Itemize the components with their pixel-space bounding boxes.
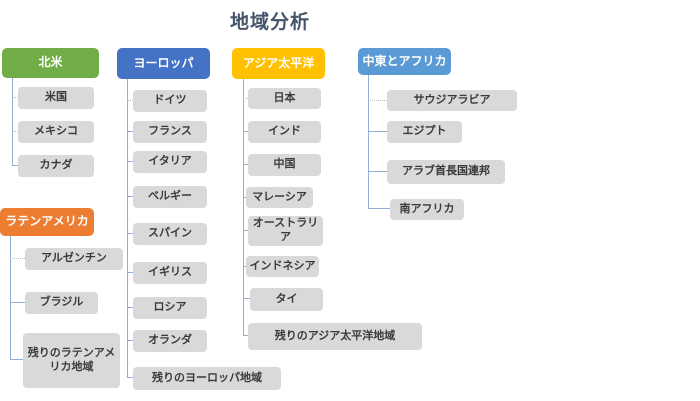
node-indonesia[interactable]: インドネシア	[246, 256, 319, 277]
connector-line	[243, 298, 250, 299]
connector-line	[243, 230, 248, 231]
connector-line	[12, 165, 18, 166]
node-spain[interactable]: スパイン	[133, 223, 207, 245]
connector-line	[243, 131, 248, 132]
connector-line	[127, 161, 133, 162]
node-canada[interactable]: カナダ	[18, 155, 94, 177]
node-australia[interactable]: オーストラリア	[248, 216, 323, 246]
connector-line	[243, 335, 248, 336]
node-japan[interactable]: 日本	[248, 88, 321, 109]
node-south-africa[interactable]: 南アフリカ	[390, 199, 464, 220]
node-rest-of-europe[interactable]: 残りのヨーロッパ地域	[133, 367, 281, 390]
group-header-asia-pacific[interactable]: アジア太平洋	[232, 48, 325, 79]
connector-line	[12, 97, 18, 98]
connector-line	[243, 164, 248, 165]
connector-line	[10, 236, 11, 360]
connector-line	[243, 79, 244, 336]
connector-line	[10, 359, 23, 360]
connector-line	[127, 196, 133, 197]
connector-line	[127, 272, 133, 273]
connector-line	[368, 171, 387, 172]
connector-line	[127, 233, 133, 234]
connector-line	[127, 340, 133, 341]
node-rest-of-latin-america[interactable]: 残りのラテンアメリカ地域	[23, 333, 120, 388]
connector-line	[368, 208, 390, 209]
node-india[interactable]: インド	[248, 121, 321, 143]
connector-line	[243, 197, 246, 198]
group-header-north-america[interactable]: 北米	[2, 48, 99, 78]
group-header-europe[interactable]: ヨーロッパ	[117, 48, 210, 79]
connector-line	[12, 78, 13, 166]
node-china[interactable]: 中国	[248, 154, 321, 176]
connector-line	[368, 75, 369, 209]
node-usa[interactable]: 米国	[18, 87, 94, 109]
node-thailand[interactable]: タイ	[250, 288, 323, 311]
node-argentina[interactable]: アルゼンチン	[25, 248, 123, 270]
group-header-latin-america[interactable]: ラテンアメリカ	[0, 208, 94, 236]
node-uk[interactable]: イギリス	[133, 262, 207, 284]
connector-line	[127, 307, 133, 308]
connector-line	[127, 377, 133, 378]
node-brazil[interactable]: ブラジル	[25, 292, 98, 314]
node-belgium[interactable]: ベルギー	[133, 186, 207, 208]
connector-line	[243, 98, 248, 99]
node-egypt[interactable]: エジプト	[387, 121, 462, 143]
node-malaysia[interactable]: マレーシア	[246, 187, 313, 208]
node-italy[interactable]: イタリア	[133, 151, 207, 173]
connector-line	[368, 131, 387, 132]
connector-line	[127, 79, 128, 378]
node-germany[interactable]: ドイツ	[133, 90, 207, 112]
diagram-title: 地域分析	[229, 12, 310, 33]
connector-line	[127, 100, 133, 101]
connector-line	[243, 266, 246, 267]
connector-line	[368, 100, 387, 101]
node-rest-of-asia-pacific[interactable]: 残りのアジア太平洋地域	[248, 323, 422, 350]
node-uae[interactable]: アラブ首長国連邦	[387, 160, 505, 184]
connector-line	[10, 258, 25, 259]
node-mexico[interactable]: メキシコ	[18, 121, 94, 143]
connector-line	[10, 302, 25, 303]
node-russia[interactable]: ロシア	[133, 297, 207, 319]
group-header-middle-east-africa[interactable]: 中東とアフリカ	[358, 48, 451, 75]
node-netherlands[interactable]: オランダ	[133, 330, 207, 352]
connector-line	[127, 131, 133, 132]
node-saudi-arabia[interactable]: サウジアラビア	[387, 90, 517, 111]
connector-line	[12, 131, 18, 132]
node-france[interactable]: フランス	[133, 121, 207, 143]
